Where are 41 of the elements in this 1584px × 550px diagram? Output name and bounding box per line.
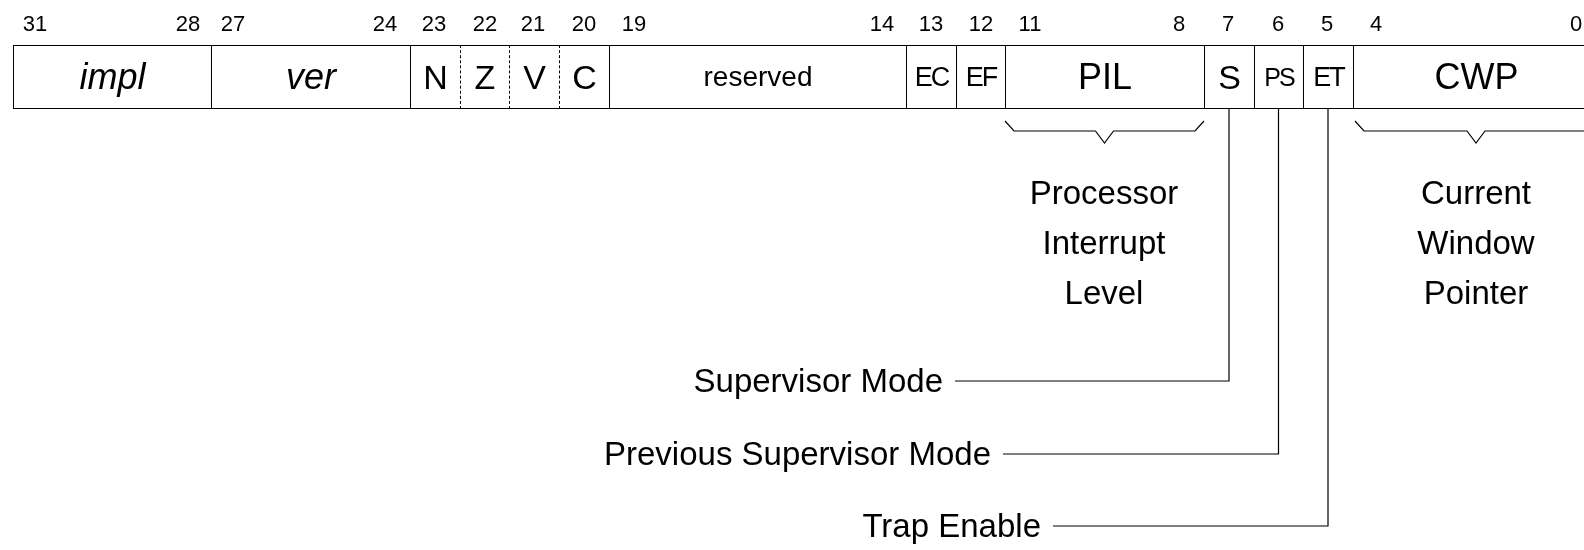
bit-number: 21	[520, 10, 546, 38]
bit-number: 19	[621, 10, 647, 38]
register-field: V	[509, 45, 559, 109]
register-field: PIL	[1005, 45, 1204, 109]
leader-line	[1052, 108, 1329, 527]
bit-number: 6	[1271, 10, 1285, 38]
register-field: impl	[13, 45, 211, 109]
leader-text: Supervisor Mode	[693, 361, 955, 401]
register-field: N	[410, 45, 460, 109]
leader-line	[954, 108, 1230, 382]
bit-number: 11	[1018, 10, 1042, 38]
register-field: S	[1204, 45, 1254, 109]
field-description: Processor Interrupt Level	[1028, 173, 1180, 313]
bit-number: 8	[1172, 10, 1186, 38]
register-field: EF	[956, 45, 1005, 109]
bit-number: 31	[22, 10, 48, 38]
bit-number: 23	[421, 10, 447, 38]
bit-number: 7	[1221, 10, 1235, 38]
register-field: EC	[906, 45, 956, 109]
register-field: reserved	[609, 45, 906, 109]
bit-number: 27	[220, 10, 246, 38]
register-field: ver	[211, 45, 410, 109]
bit-number: 12	[968, 10, 994, 38]
bit-number: 14	[869, 10, 895, 38]
bit-number: 4	[1369, 10, 1383, 38]
field-description: Current Window Pointer	[1416, 173, 1536, 313]
bit-number: 0	[1569, 10, 1583, 38]
bit-number: 28	[175, 10, 201, 38]
register-field: CWP	[1353, 45, 1584, 109]
register-field: C	[559, 45, 609, 109]
register-field: ET	[1303, 45, 1353, 109]
leader-text: Trap Enable	[862, 506, 1053, 546]
bit-number: 20	[571, 10, 597, 38]
leader-text: Previous Supervisor Mode	[604, 434, 1003, 474]
bit-number: 5	[1320, 10, 1334, 38]
bit-number: 22	[472, 10, 498, 38]
leader-line	[1002, 108, 1280, 455]
bit-number: 24	[372, 10, 398, 38]
bit-number: 13	[918, 10, 944, 38]
register-field: PS	[1254, 45, 1303, 109]
register-field: Z	[460, 45, 509, 109]
